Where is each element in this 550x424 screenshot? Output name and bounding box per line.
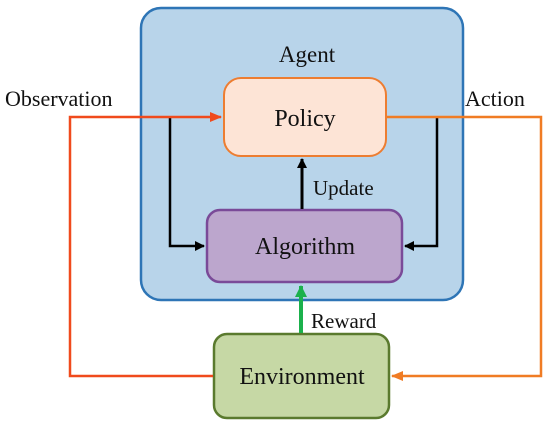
algorithm-label: Algorithm bbox=[255, 234, 355, 260]
observation-line bbox=[68, 112, 222, 378]
observation-to-algorithm-arrow bbox=[168, 118, 205, 251]
action-label: Action bbox=[465, 86, 525, 111]
policy-label: Policy bbox=[274, 106, 335, 132]
action-line bbox=[387, 115, 543, 381]
algorithm-box bbox=[205, 208, 404, 284]
environment-label: Environment bbox=[239, 364, 365, 390]
reward-label: Reward bbox=[311, 309, 377, 333]
environment-box bbox=[212, 332, 391, 420]
update-label: Update bbox=[313, 176, 374, 200]
observation-label: Observation bbox=[5, 86, 113, 111]
policy-box bbox=[223, 77, 387, 157]
agent-label: Agent bbox=[279, 42, 336, 67]
action-to-algorithm-arrow bbox=[404, 117, 439, 251]
